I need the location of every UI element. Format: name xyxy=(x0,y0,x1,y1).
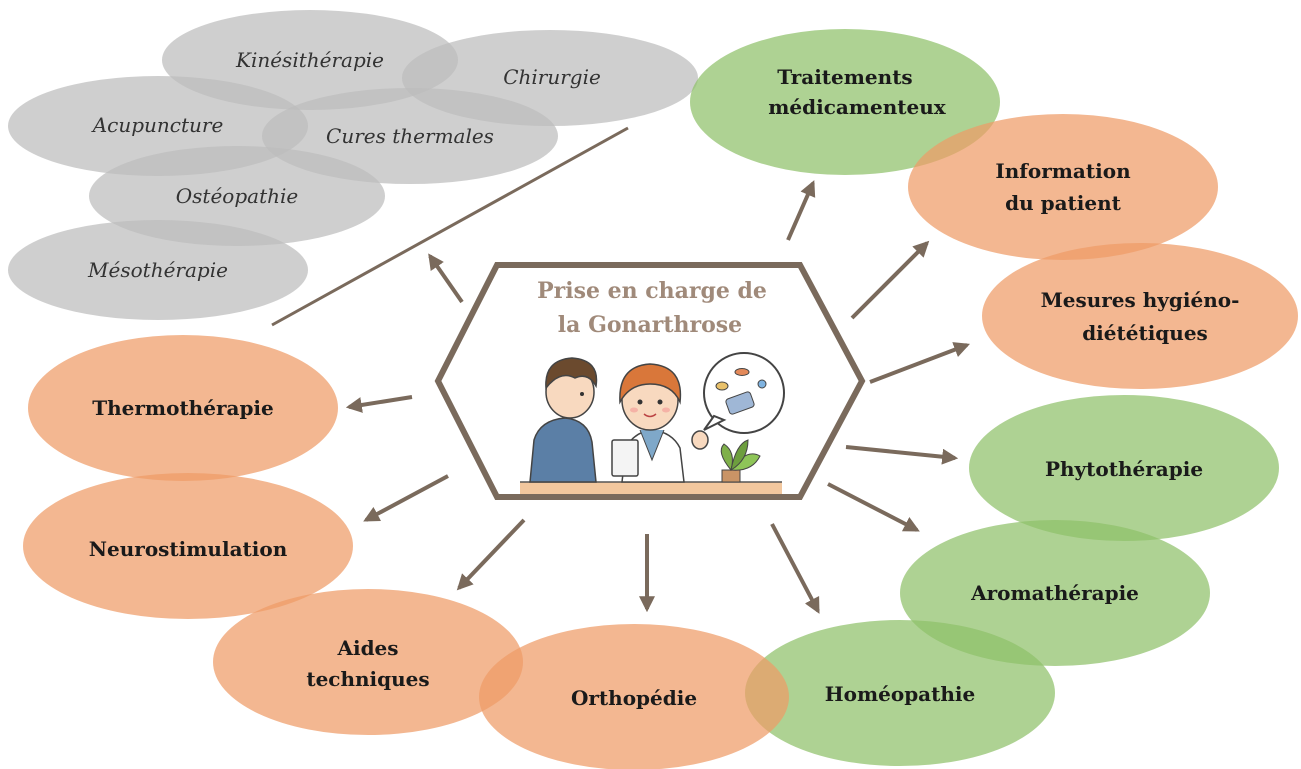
bubble-labels: Traitements médicamenteux Information du… xyxy=(89,65,1240,710)
center-title-line2: la Gonarthrose xyxy=(558,312,742,338)
label-aides-1: Aides xyxy=(336,636,398,660)
divider-line xyxy=(271,126,629,327)
arrow-to-thermotherapie xyxy=(345,395,413,413)
label-aides-2: techniques xyxy=(306,667,429,691)
arrow-to-aides-techniques xyxy=(456,518,526,591)
label-aromatherapie: Aromathérapie xyxy=(970,581,1139,605)
gray-cluster: Kinésithérapie Chirurgie Acupuncture Cur… xyxy=(8,10,698,320)
label-orthopedie: Orthopédie xyxy=(571,686,697,710)
label-mesotherapie: Mésothérapie xyxy=(87,258,228,282)
bubble-traitements xyxy=(690,29,1000,175)
label-phytotherapie: Phytothérapie xyxy=(1045,457,1203,481)
bubble-aides-techniques xyxy=(213,589,523,735)
plant-icon xyxy=(720,439,761,483)
arrow-to-information xyxy=(850,240,930,320)
label-mesures-2: diététiques xyxy=(1082,321,1208,345)
label-chirurgie: Chirurgie xyxy=(503,65,601,89)
center-title-line1: Prise en charge de xyxy=(537,278,767,304)
bubble-information xyxy=(908,114,1218,260)
label-information-1: Information xyxy=(995,159,1131,183)
label-acupuncture: Acupuncture xyxy=(91,113,224,137)
label-homeopathie: Homéopathie xyxy=(825,682,976,706)
bubble-homeopathie xyxy=(745,620,1055,766)
arrow-to-homeopathie xyxy=(770,523,820,614)
ellipse-mesotherapie xyxy=(8,220,308,320)
arrow-to-gray-cluster xyxy=(428,253,464,304)
label-cures-thermales: Cures thermales xyxy=(326,124,494,148)
consultation-illustration xyxy=(520,352,785,494)
label-neurostimulation: Neurostimulation xyxy=(89,537,288,561)
bubble-mesures xyxy=(982,243,1298,389)
patient-figure xyxy=(529,357,598,483)
bubble-phytotherapie xyxy=(969,395,1279,541)
arrow-to-mesures xyxy=(869,342,970,384)
arrow-to-phytotherapie xyxy=(845,445,959,465)
bubble-thermotherapie xyxy=(28,335,338,481)
label-kinesitherapie: Kinésithérapie xyxy=(235,48,384,72)
bubble-orthopedie xyxy=(479,624,789,769)
label-mesures-1: Mesures hygiéno- xyxy=(1041,288,1240,312)
pill-speech-bubble xyxy=(703,352,785,434)
label-traitements-1: Traitements xyxy=(777,65,912,89)
label-thermotherapie: Thermothérapie xyxy=(92,396,274,420)
arrow-to-traitements xyxy=(786,180,816,241)
bubbles xyxy=(23,29,1298,769)
pharmacist-figure xyxy=(611,363,709,483)
label-osteopathie: Ostéopathie xyxy=(176,184,298,208)
label-information-2: du patient xyxy=(1005,191,1122,215)
bubble-neurostimulation xyxy=(23,473,353,619)
center-panel: Prise en charge de la Gonarthrose xyxy=(434,262,866,500)
label-traitements-2: médicamenteux xyxy=(768,95,947,119)
bubble-aromatherapie xyxy=(900,520,1210,666)
arrows xyxy=(345,180,970,614)
arrow-to-aromatherapie xyxy=(827,482,920,532)
arrow-to-neurostimulation xyxy=(363,474,449,522)
